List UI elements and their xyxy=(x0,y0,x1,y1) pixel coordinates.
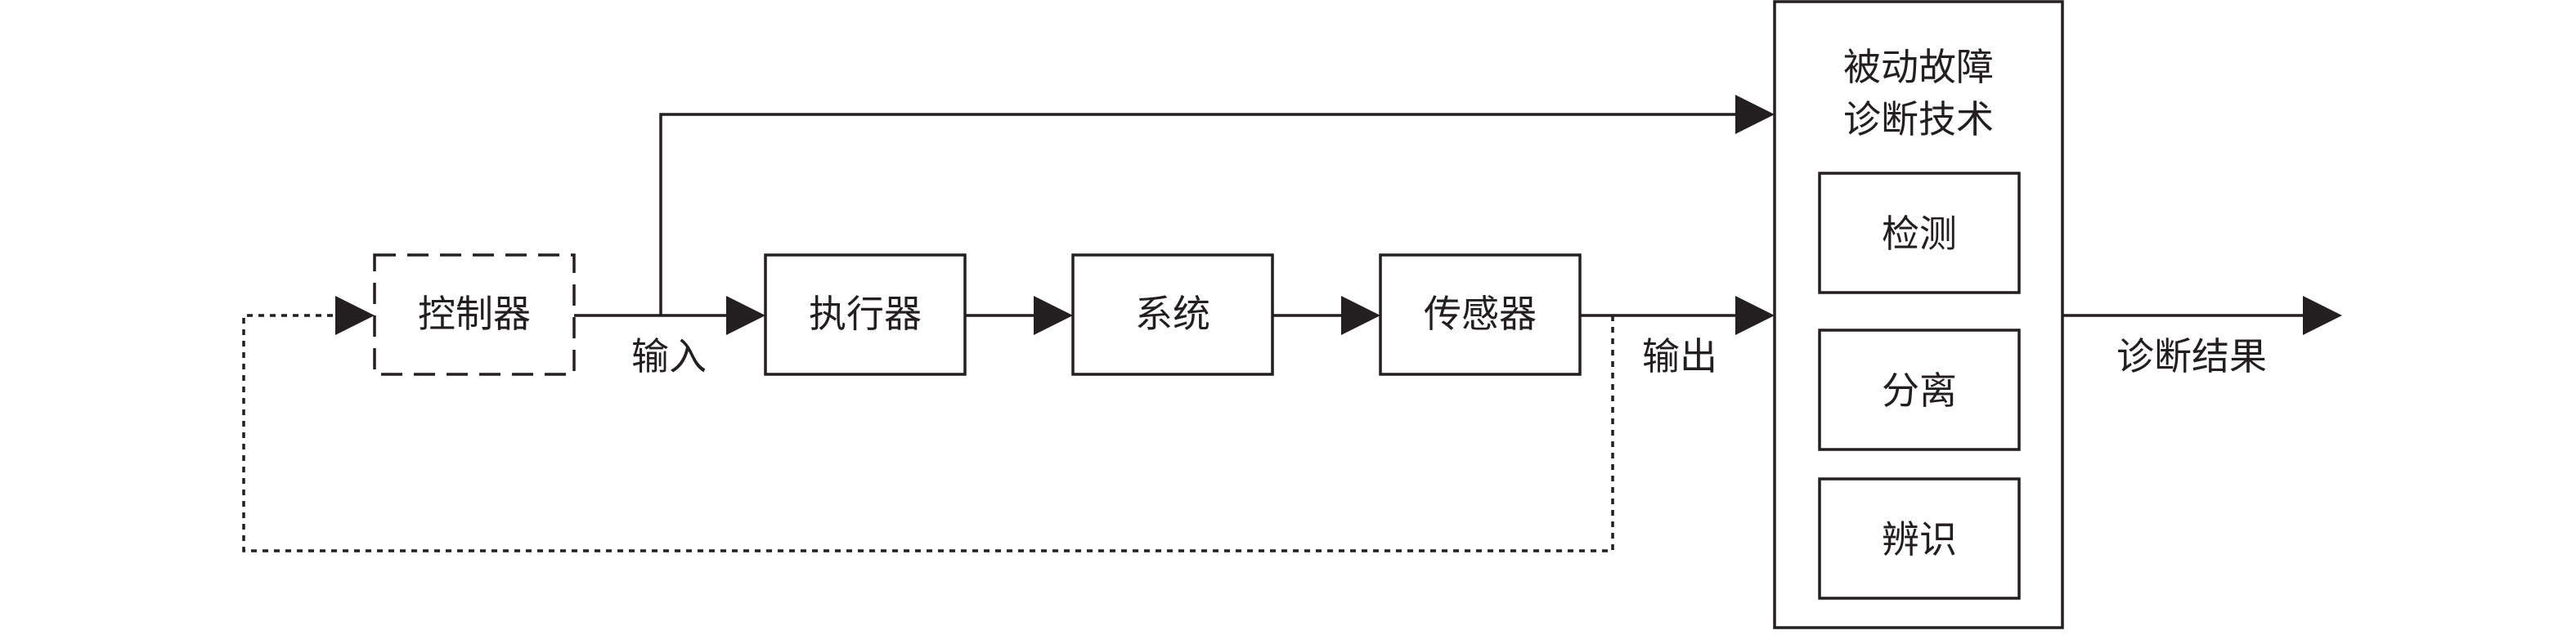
arrowhead-actuator-input xyxy=(726,296,765,335)
controller-label: 控制器 xyxy=(418,292,531,336)
actuator-box xyxy=(764,253,967,376)
diagnosis-title-line2: 诊断技术 xyxy=(1843,97,1994,141)
output-label: 输出 xyxy=(1642,334,1717,378)
system-box xyxy=(1071,253,1274,376)
feedback-loop-dotted xyxy=(242,314,1614,552)
arrowhead-diagnosis-input xyxy=(1735,95,1775,134)
sensor-box xyxy=(1379,253,1582,376)
detection-box xyxy=(1818,172,2021,294)
identification-label: 辨识 xyxy=(1882,517,1957,561)
arrow-input-to-diagnosis xyxy=(659,113,1737,315)
arrowhead-sensor-input xyxy=(1341,296,1380,335)
controller-box xyxy=(373,253,576,376)
system-label: 系统 xyxy=(1135,292,1210,336)
sensor-label: 传感器 xyxy=(1424,292,1537,336)
detection-label: 检测 xyxy=(1882,212,1957,256)
isolation-label: 分离 xyxy=(1882,369,1957,413)
isolation-box xyxy=(1818,329,2021,451)
diagnosis-title-line1: 被动故障 xyxy=(1843,45,1994,89)
identification-box xyxy=(1818,477,2021,600)
actuator-label: 执行器 xyxy=(809,292,922,336)
arrowhead-controller-input xyxy=(335,296,375,335)
arrowhead-system-input xyxy=(1034,296,1073,335)
diagnosis-result-label: 诊断结果 xyxy=(2116,334,2267,378)
arrowhead-diagnosis-output xyxy=(1735,296,1775,335)
input-label: 输入 xyxy=(631,334,707,378)
arrowhead-result xyxy=(2303,296,2342,335)
